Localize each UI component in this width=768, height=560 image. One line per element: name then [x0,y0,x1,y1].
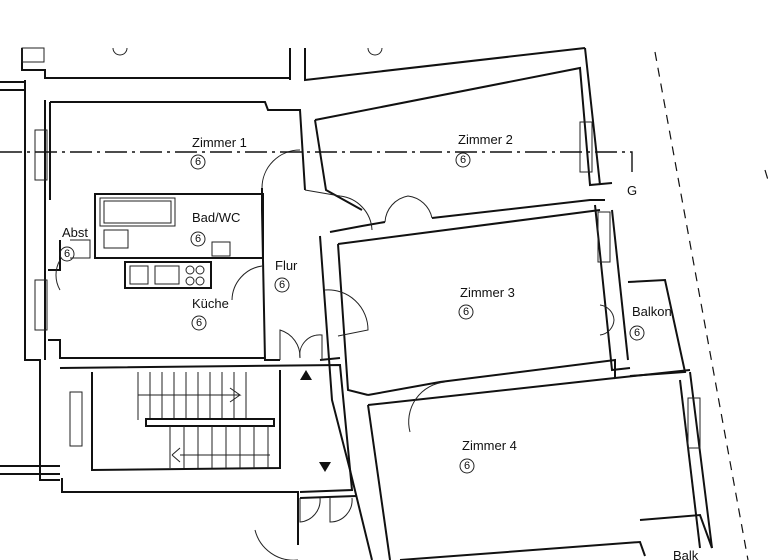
room-label-zimmer-1: Zimmer 1 [192,135,247,150]
room-number-zimmer-4: 6 [464,460,470,472]
top-markers [112,47,383,56]
room-label-bad-wc: Bad/WC [192,210,240,225]
windows [21,47,701,449]
room-number-circle-icon [190,231,206,247]
room-number-zimmer-3: 6 [463,306,469,318]
walls [0,47,713,560]
bath-fixtures [70,193,264,259]
stair-up-arrow-icon [300,370,312,380]
room-label-zimmer-2: Zimmer 2 [458,132,513,147]
room-label-zimmer-4: Zimmer 4 [462,438,517,453]
staircase [137,370,331,472]
stair-down-arrow-icon [319,462,331,472]
room-number-circle-icon [190,154,206,170]
room-number-zimmer-2: 6 [460,154,466,166]
room-number-kueche: 6 [196,317,202,329]
room-label-zimmer-3: Zimmer 3 [460,285,515,300]
room-label-balkon: Balkon [632,304,672,319]
room-number-circle-icon [59,246,75,262]
room-number-bad-wc: 6 [195,233,201,245]
room-label-flur: Flur [275,258,298,273]
room-number-circle-icon [455,152,471,168]
room-label-kueche: Küche [192,296,229,311]
room-number-circle-icon [458,304,474,320]
room-number-flur: 6 [279,279,285,291]
axis-label-g: G [627,183,637,198]
room-label-abst: Abst [62,225,88,240]
room-number-circle-icon [629,325,645,341]
room-number-circle-icon [274,277,290,293]
room-number-circle-icon [191,315,207,331]
kitchen-appliances [124,261,212,289]
room-number-abst: 6 [64,248,70,260]
room-number-balkon: 6 [634,327,640,339]
doors [55,149,615,560]
room-label-balk: Balk [673,548,699,560]
room-number-circle-icon [459,458,475,474]
room-number-zimmer-1: 6 [195,156,201,168]
